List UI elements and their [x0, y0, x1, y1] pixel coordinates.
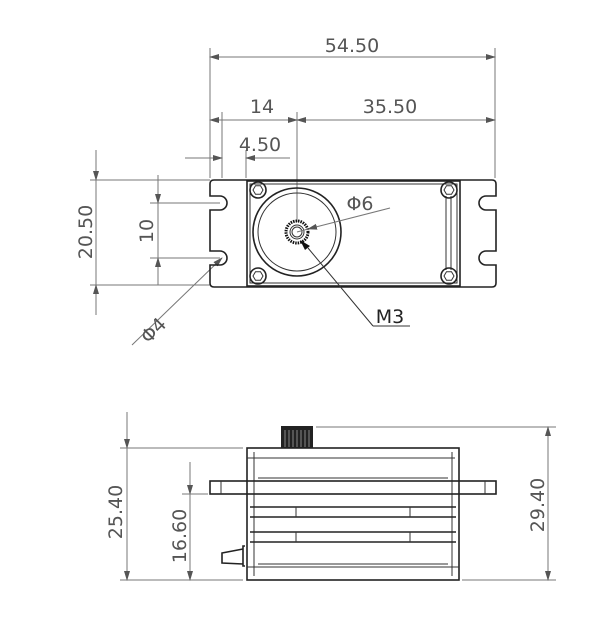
side-view: 25.40 16.60 29.40 [105, 412, 556, 581]
label-overall-width: 54.50 [325, 35, 379, 57]
label-output-diameter: Φ6 [346, 193, 373, 215]
label-flange-height: 16.60 [169, 509, 191, 563]
label-height: 20.50 [75, 205, 97, 259]
label-shaft-to-edge: 35.50 [363, 96, 417, 118]
label-hole-diameter: Φ4 [136, 313, 171, 348]
screw-heads [249, 181, 458, 285]
label-hole-spacing: 10 [136, 219, 158, 243]
label-flange-offset: 4.50 [239, 134, 281, 156]
top-view: 54.50 14 35.50 4.50 20.50 10 Φ4 [75, 35, 497, 348]
mounting-flange-side [209, 480, 497, 495]
label-thread: M3 [376, 306, 404, 328]
label-total-height: 29.40 [527, 478, 549, 532]
label-flange-to-shaft: 14 [250, 96, 274, 118]
cable-connector [221, 545, 245, 567]
servo-case [246, 180, 461, 287]
output-spline [284, 219, 310, 245]
gear-housing [252, 187, 342, 277]
mounting-flange [209, 179, 497, 288]
servo-case-side [246, 447, 460, 581]
label-body-height: 25.40 [105, 485, 127, 539]
